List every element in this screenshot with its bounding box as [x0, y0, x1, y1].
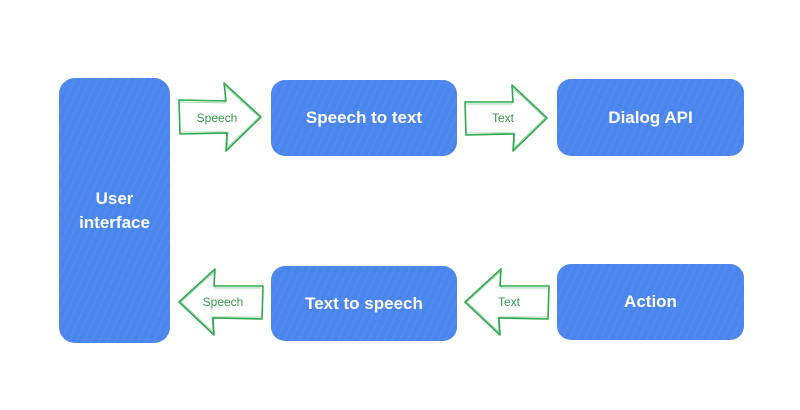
arrow-label-tts-to-ui: Speech	[202, 295, 244, 309]
speech-to-text-label: Speech to text	[305, 108, 423, 128]
arrow-ui-to-stt	[178, 82, 262, 152]
action-label: Action	[624, 292, 677, 312]
arrow-tts-to-ui	[178, 268, 264, 336]
user-interface-label: User interface	[79, 188, 150, 232]
text-to-speech-label: Text to speech	[305, 293, 423, 313]
dialog-api-label: Dialog API	[608, 107, 693, 127]
arrow-label-action-to-tts: Text	[497, 295, 521, 309]
arrow-stt-to-dialog	[464, 84, 548, 152]
text-to-speech-box: Text to speech	[271, 266, 457, 341]
arrow-label-stt-to-dialog: Text	[491, 111, 515, 125]
action-box: Action	[557, 264, 744, 340]
dialog-api-box: Dialog API	[557, 79, 744, 156]
arrow-action-to-tts	[464, 268, 550, 336]
arrow-label-ui-to-stt: Speech	[196, 111, 238, 125]
speech-to-text-box: Speech to text	[271, 80, 457, 156]
user-interface-box: User interface	[59, 78, 170, 343]
